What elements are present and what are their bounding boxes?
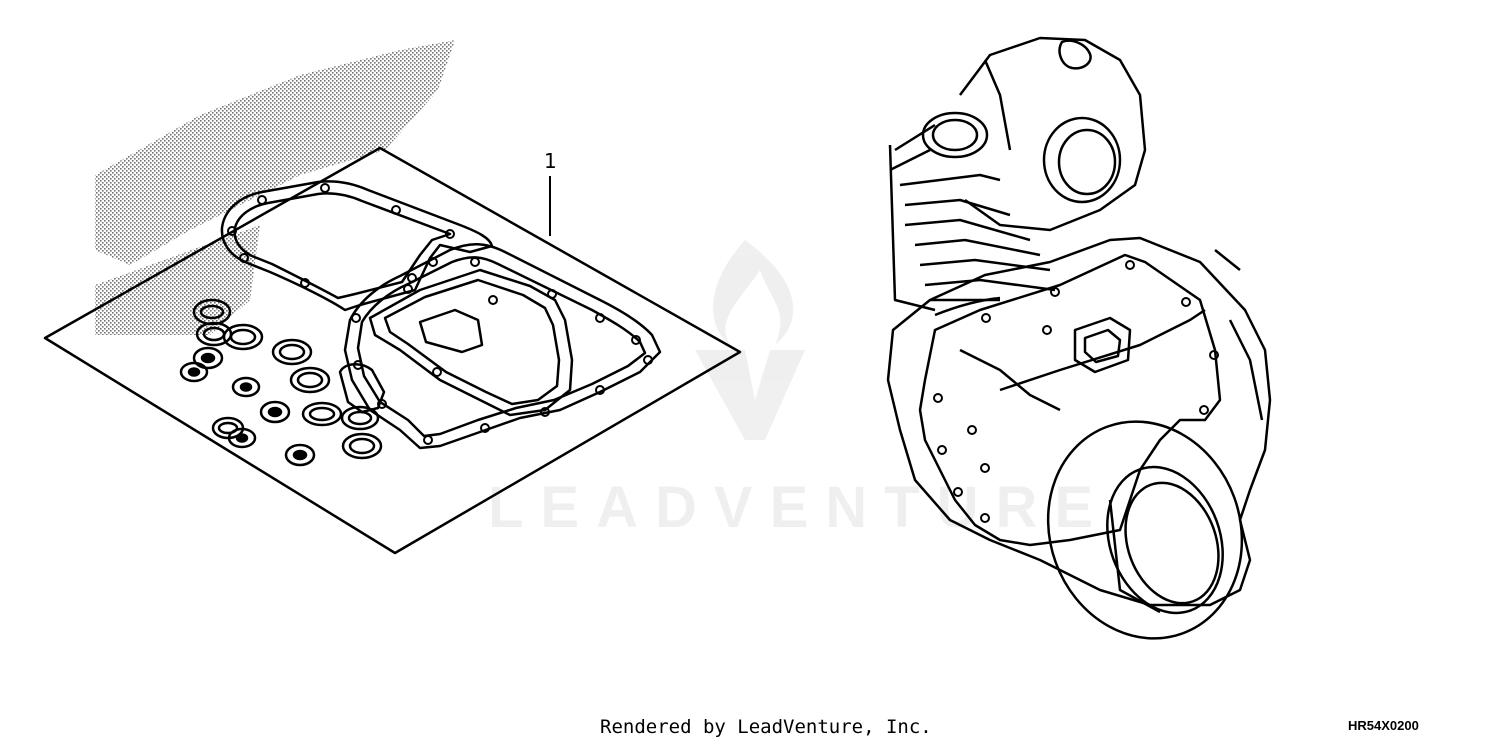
o-rings: [192, 298, 383, 460]
callout-label-1[interactable]: 1: [544, 149, 557, 173]
small-plate-gasket: [418, 308, 484, 354]
diagram-code: HR54X0200: [1348, 718, 1419, 733]
inner-gasket: [368, 268, 574, 417]
footer-credit: Rendered by LeadVenture, Inc.: [600, 716, 932, 738]
crankcase-gasket: [343, 243, 662, 450]
sheet-outline: [43, 146, 742, 555]
gasket-bolt-holes: [227, 183, 653, 445]
head-cover-gasket: [220, 180, 494, 312]
watermark-logo: [695, 240, 805, 440]
engine-illustration: [886, 36, 1272, 640]
sheet-shading: [95, 40, 455, 335]
oil-seals: [179, 346, 316, 467]
watermark-text: LEADVENTURE: [488, 475, 1111, 540]
gasket-kit-sheet[interactable]: [43, 40, 742, 555]
